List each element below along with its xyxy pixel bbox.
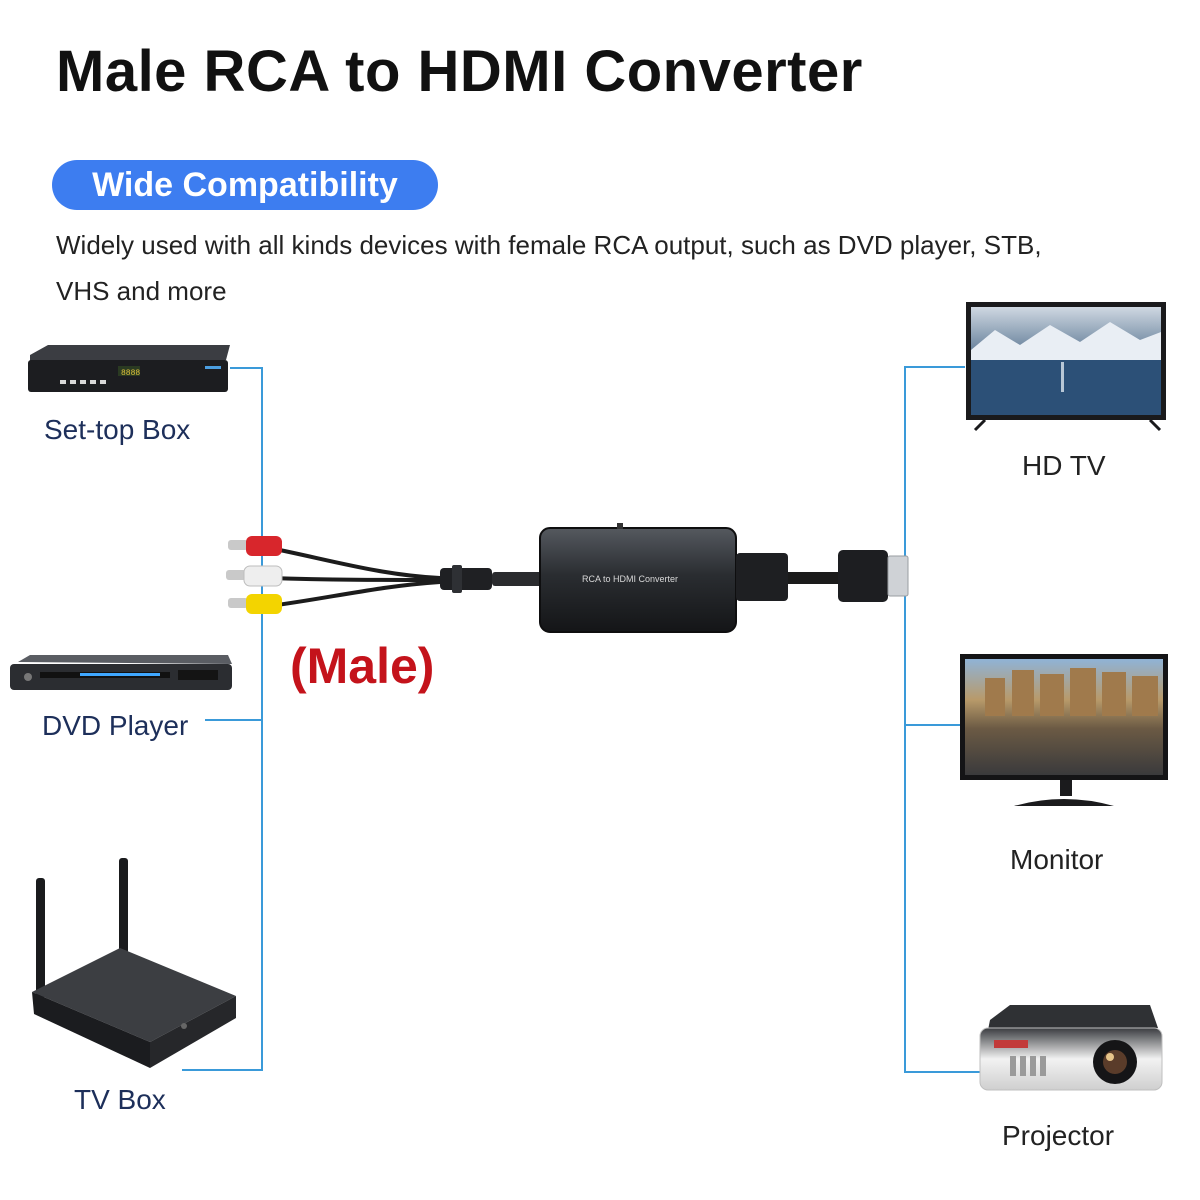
rca-plug-red xyxy=(228,536,282,556)
hdmi-plug-icon xyxy=(838,550,909,602)
page-title: Male RCA to HDMI Converter xyxy=(56,39,863,104)
label-dvd-player: DVD Player xyxy=(42,710,189,741)
dvd-player-icon xyxy=(10,655,232,690)
description-text: Widely used with all kinds devices with … xyxy=(56,230,1042,306)
compatibility-badge: Wide Compatibility xyxy=(52,160,438,210)
projector-icon xyxy=(979,1005,1163,1091)
tv-box-icon xyxy=(32,858,236,1068)
converter-box-icon: RCA to HDMI Converter xyxy=(539,523,840,633)
rca-cable-icon xyxy=(226,536,542,614)
hd-tv-icon xyxy=(966,302,1166,432)
label-monitor: Monitor xyxy=(1010,844,1104,875)
converter-device-text: RCA to HDMI Converter xyxy=(582,574,678,584)
svg-text:8888: 8888 xyxy=(121,369,140,378)
label-set-top-box: Set-top Box xyxy=(44,414,191,445)
male-label: (Male) xyxy=(290,638,435,694)
label-projector: Projector xyxy=(1002,1120,1115,1151)
monitor-icon xyxy=(960,654,1168,806)
label-tv-box: TV Box xyxy=(74,1084,166,1115)
set-top-box-icon: 8888 xyxy=(28,345,230,392)
rca-plug-yellow xyxy=(228,594,282,614)
compatibility-badge-label: Wide Compatibility xyxy=(92,166,398,204)
left-connector-lines xyxy=(182,367,263,1071)
rca-plug-white xyxy=(226,565,283,587)
label-hd-tv: HD TV xyxy=(1022,450,1106,481)
